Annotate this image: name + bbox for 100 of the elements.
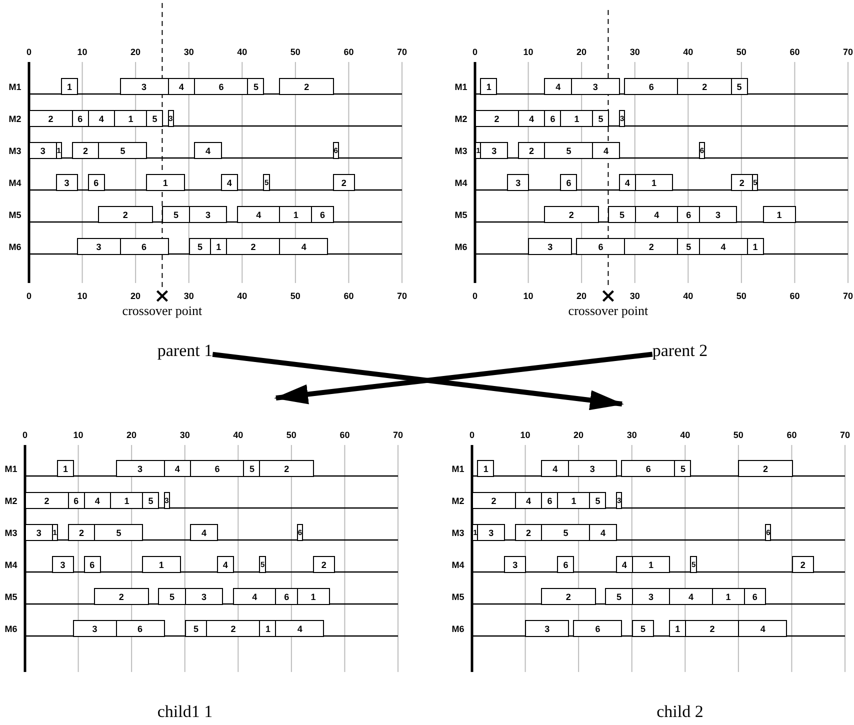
task-bar: 5: [158, 588, 186, 605]
task-bar: 4: [232, 588, 276, 605]
task-bar: 4: [544, 78, 572, 95]
task-bar: 5: [589, 492, 606, 509]
task-bar: 3: [184, 588, 224, 605]
axis-tick-label: 20: [574, 430, 584, 440]
machine-label: M1: [454, 82, 468, 92]
task-bar: 1: [114, 110, 148, 127]
task-bar: 6: [72, 110, 89, 127]
task-bar: 2: [544, 206, 599, 223]
task-bar: 4: [220, 174, 238, 191]
task-bar: 3: [698, 206, 738, 223]
axis-tick-label: 20: [130, 291, 141, 301]
task-bar: 1: [210, 238, 228, 255]
axis-tick-label: 20: [126, 430, 137, 440]
task-bar: 3: [632, 588, 670, 605]
task-bar: 2: [738, 460, 793, 477]
task-bar: 6: [116, 620, 165, 637]
task-bar: 2: [25, 492, 69, 509]
machine-label: M3: [4, 528, 18, 538]
task-bar: 4: [236, 206, 280, 223]
task-bar: 6: [311, 206, 334, 223]
axis-tick-label: 40: [233, 430, 244, 440]
axis-tick-label: 30: [630, 47, 640, 57]
task-bar: 5: [541, 524, 590, 541]
axis-tick-label: 10: [520, 430, 530, 440]
axis-tick-label: 10: [523, 291, 534, 301]
axis-tick-label: 40: [683, 291, 694, 301]
task-bar: 6: [120, 238, 169, 255]
task-bar: 5: [243, 460, 260, 477]
axis-tick-label: 60: [790, 291, 800, 301]
axis-tick-label: 30: [184, 47, 194, 57]
machine-label: M1: [452, 464, 464, 474]
chart-caption: child 2: [656, 702, 704, 722]
machine-label: M4: [452, 560, 464, 570]
task-bar: 2: [677, 78, 732, 95]
axis-tick-label: 10: [523, 47, 534, 57]
task-bar: 1: [110, 492, 144, 509]
axis-tick-label: 60: [340, 430, 350, 440]
task-bar: 5: [142, 492, 160, 509]
task-bar: 3: [528, 238, 572, 255]
task-bar: 4: [514, 492, 542, 509]
task-bar: 1: [557, 492, 590, 509]
task-bar: 2: [312, 556, 336, 573]
task-bar: 3: [25, 524, 53, 541]
task-bar: 2: [29, 110, 73, 127]
machine-label: M1: [4, 464, 18, 474]
task-bar: 4: [190, 524, 218, 541]
task-bar: 3: [56, 174, 78, 191]
task-bar: 2: [518, 142, 546, 159]
task-bar: 6: [275, 588, 298, 605]
task-bar: 6: [194, 78, 248, 95]
axis-tick-label: 70: [393, 430, 403, 440]
machine-label: M5: [8, 210, 22, 220]
task-bar: 2: [472, 492, 516, 509]
machine-label: M4: [454, 178, 468, 188]
axis-tick-label: 70: [840, 430, 850, 440]
task-bar: 1: [762, 206, 796, 223]
task-bar: 3: [504, 556, 526, 573]
task-bar: 2: [541, 588, 596, 605]
task-bar: 2: [730, 174, 754, 191]
task-bar: 2: [514, 524, 542, 541]
axis-tick-label: 60: [344, 291, 354, 301]
task-bar: 6: [541, 492, 558, 509]
task-bar: 6: [68, 492, 85, 509]
axis-tick-label: 30: [626, 430, 637, 440]
crossover-label: crossover point: [122, 303, 202, 319]
task-bar: 2: [94, 588, 149, 605]
crossover-arrow: [212, 352, 624, 410]
axis-tick-label: 10: [73, 430, 84, 440]
machine-label: M5: [4, 592, 18, 602]
task-bar: 1: [259, 620, 276, 637]
chart-caption: parent 1: [157, 341, 213, 361]
task-bar: 1: [60, 78, 78, 95]
task-bar: 5: [544, 142, 594, 159]
task-bar: 4: [88, 110, 116, 127]
task-bar: 4: [168, 78, 196, 95]
task-bar: 5: [247, 78, 264, 95]
task-bar: 5: [162, 206, 190, 223]
task-bar: 3: [480, 142, 508, 159]
crossover-arrow: [274, 352, 653, 404]
task-bar: 5: [608, 206, 636, 223]
task-bar: 2: [279, 78, 334, 95]
axis-tick-label: 40: [237, 291, 248, 301]
task-bar: 4: [518, 110, 546, 127]
task-bar: 1: [477, 460, 494, 477]
task-bar: 2: [624, 238, 678, 255]
task-bar: 5: [592, 110, 610, 127]
axis-tick-label: 0: [26, 291, 32, 301]
task-bar: 4: [738, 620, 788, 637]
machine-label: M6: [454, 242, 468, 252]
task-bar: 5: [674, 460, 692, 477]
task-bar: 2: [332, 174, 356, 191]
axis-tick-label: 40: [680, 430, 690, 440]
task-bar: 6: [544, 110, 562, 127]
task-bar: 2: [206, 620, 260, 637]
task-bar: 5: [677, 238, 700, 255]
task-bar: 2: [475, 110, 519, 127]
task-bar: 3: [570, 78, 620, 95]
axis-tick-label: 30: [630, 291, 640, 301]
